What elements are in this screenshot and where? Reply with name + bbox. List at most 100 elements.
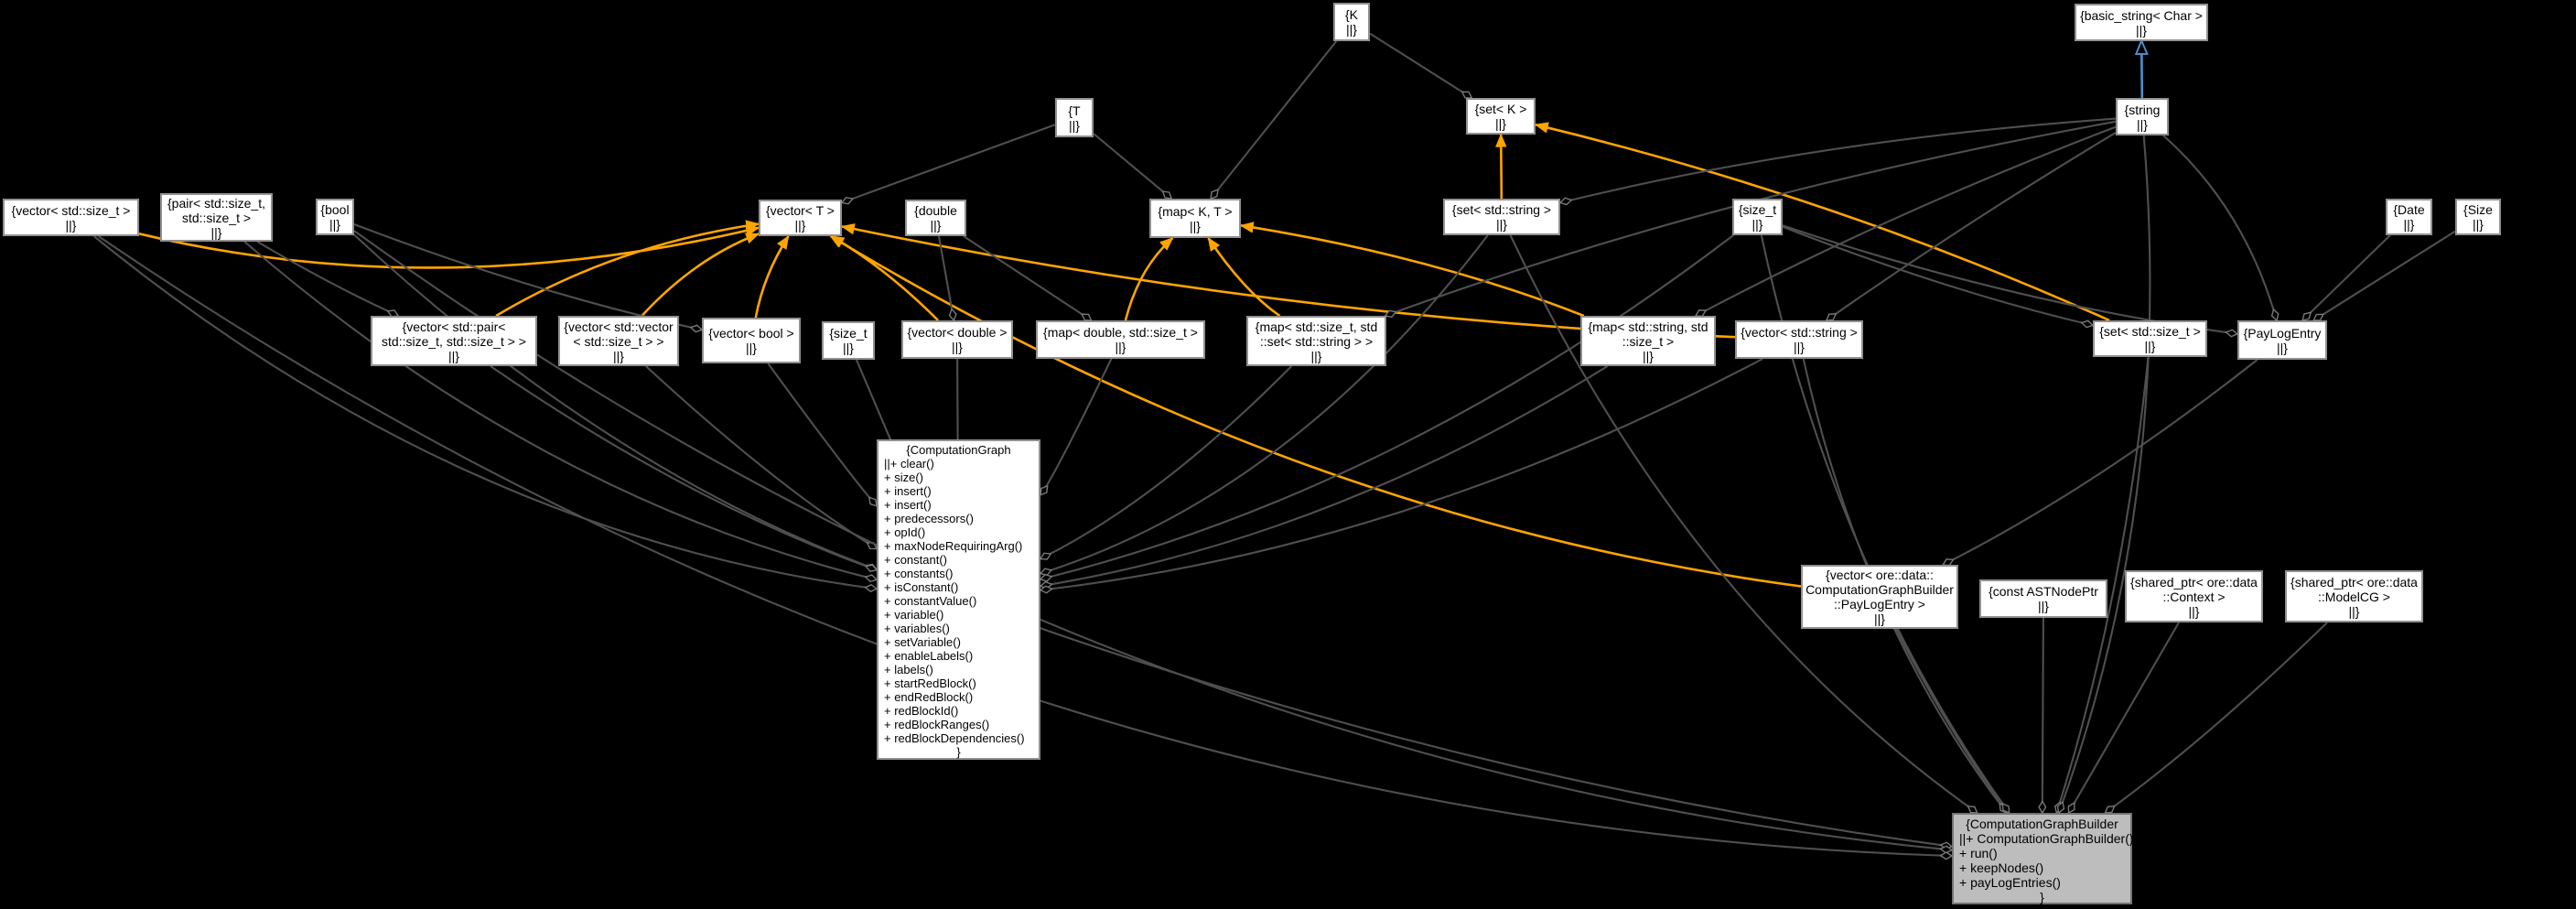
node-map-size-t-set[interactable]: {map< std::size_t, std::set< std::string… (1246, 316, 1386, 366)
edge-double-to-vector-double (937, 235, 954, 320)
node-label-line: ::size_t > (1622, 333, 1675, 349)
node-set-size-t[interactable]: {set< std::size_t >||} (2093, 320, 2207, 357)
edge-map-size-t-set-to-map-k-t (1207, 236, 1281, 318)
node-label-line: ||} (613, 348, 624, 363)
edge-set-string-to-set-k (1495, 133, 1507, 200)
edge-pair-size-t-to-vector-pair (256, 241, 398, 316)
node-vector-bool[interactable]: {vector< bool >||} (702, 318, 801, 363)
node-bool[interactable]: {bool||} (316, 199, 354, 235)
edge-shared-ptr-context-to-computation-graph-builder (2067, 622, 2180, 813)
node-label-line: + redBlockDependencies() (884, 731, 1025, 745)
edge-map-double-size-t-to-map-k-t (1124, 237, 1174, 321)
node-k[interactable]: {K||} (1333, 3, 1370, 41)
node-label-line: + constant() (884, 553, 948, 567)
node-label-line: {ComputationGraphBuilder (1966, 817, 2118, 831)
node-string[interactable]: {string||} (2116, 98, 2169, 135)
node-label-line: {bool (320, 202, 350, 217)
edge-size-t-a-to-paylogentry (1782, 224, 2237, 333)
node-label-line: ::Context > (2162, 589, 2226, 604)
edge-vector-size-t-to-vector-t (138, 224, 760, 269)
edge-bool-to-vector-bool (353, 223, 702, 330)
node-label-line: {basic_string< Char > (2080, 7, 2203, 23)
node-label-line: {vector< std::string > (1741, 325, 1858, 340)
node-label-line: {map< double, std::size_t > (1043, 325, 1198, 340)
node-vector-size-t[interactable]: {vector< std::size_t >||} (3, 199, 139, 236)
node-label-line: {vector< double > (907, 325, 1008, 340)
node-const-astnodeptr[interactable]: {const ASTNodePtr||} (1979, 579, 2107, 618)
node-pair-size-t[interactable]: {pair< std::size_t,std::size_t >||} (160, 193, 273, 242)
node-label-line: ||} (1751, 217, 1763, 232)
edge-bool-to-computation-graph-builder (353, 230, 1952, 850)
node-vector-vector[interactable]: {vector< std::vector< std::size_t > >||} (558, 316, 679, 366)
node-label-line: {size_t (1738, 202, 1777, 217)
node-t[interactable]: {T||} (1055, 98, 1094, 137)
edge-bool-to-computation-graph (353, 233, 877, 570)
node-label-line: + size() (884, 471, 923, 484)
node-map-double-size-t[interactable]: {map< double, std::size_t >||} (1036, 320, 1205, 359)
edge-vector-double-to-vector-t (830, 234, 940, 321)
node-label-line: ||} (1310, 348, 1322, 363)
node-shared-ptr-modelcg[interactable]: {shared_ptr< ore::data::ModelCG >||} (2285, 570, 2423, 622)
node-label-line: + endRedBlock() (884, 690, 974, 704)
edge-string-to-vector-string (1827, 131, 2117, 321)
edge-vector-vector-to-vector-t (641, 233, 760, 317)
node-label-line: ||} (746, 341, 757, 355)
node-label-line: ||+ clear() (884, 457, 934, 471)
node-vector-ore-paylog[interactable]: {vector< ore::data::ComputationGraphBuil… (1801, 565, 1958, 629)
node-label-line: + labels() (884, 663, 933, 676)
node-vector-pair[interactable]: {vector< std::pair<std::size_t, std::siz… (371, 316, 537, 366)
node-label-line: std::size_t > (181, 210, 252, 225)
edge-set-size-t-to-set-k (1534, 122, 2110, 322)
edge-set-string-to-computation-graph (1040, 234, 1489, 574)
edge-set-string-to-computation-graph-builder (1509, 234, 1978, 814)
node-set-k[interactable]: {set< K >||} (1466, 98, 1536, 135)
node-computation-graph[interactable]: {ComputationGraph||+ clear()+ size()+ in… (877, 439, 1040, 760)
node-label-line: {const ASTNodePtr (1989, 584, 2098, 599)
node-label-line: {vector< std::vector (564, 319, 674, 334)
node-map-k-t[interactable]: {map< K, T >||} (1149, 199, 1241, 238)
edge-vector-ore-paylog-to-vector-t (829, 234, 1802, 588)
node-label-line: ||} (1115, 340, 1126, 354)
node-label-line: + payLogEntries() (1959, 875, 2061, 890)
node-size-t-b[interactable]: {size_t||} (822, 321, 875, 360)
node-label-line: {vector< bool > (708, 326, 794, 341)
node-shared-ptr-context[interactable]: {shared_ptr< ore::data::Context >||} (2125, 570, 2263, 622)
node-label-line: + isConstant() (884, 580, 959, 594)
node-label-line: + constants() (884, 567, 954, 580)
node-set-string[interactable]: {set< std::string >||} (1443, 199, 1560, 235)
node-label-line: < std::size_t > > (573, 333, 664, 349)
edge-map-double-size-t-to-computation-graph (1040, 358, 1113, 495)
node-label-line: + setVariable() (884, 635, 961, 649)
edge-const-astnodeptr-to-computation-graph-builder (2042, 617, 2043, 813)
node-basic-string-char[interactable]: {basic_string< Char >||} (2075, 4, 2208, 41)
node-label-line: + redBlockId() (884, 704, 959, 718)
node-label-line: ||} (2038, 599, 2049, 613)
node-paylogentry[interactable]: {PayLogEntry||} (2237, 320, 2327, 360)
node-label-line: + insert() (884, 484, 932, 498)
node-date[interactable]: {Date||} (2386, 199, 2432, 235)
node-size[interactable]: {Size||} (2455, 199, 2501, 235)
node-label-line: + constantValue() (884, 594, 977, 608)
edge-string-to-computation-graph-builder (2059, 135, 2151, 813)
node-vector-double[interactable]: {vector< double >||} (901, 320, 1013, 359)
node-double[interactable]: {double||} (905, 200, 966, 236)
edge-map-string-size-t-to-computation-graph (1040, 365, 1609, 586)
edge-vector-pair-to-vector-t (495, 220, 760, 318)
node-vector-string[interactable]: {vector< std::string >||} (1735, 320, 1863, 359)
edge-string-to-map-string-size-t (1696, 125, 2117, 316)
edge-map-size-t-set-to-computation-graph (1040, 365, 1293, 559)
edge-k-to-map-k-t (1211, 40, 1338, 199)
node-label-line: {pair< std::size_t, (167, 195, 265, 211)
node-label-line: {vector< std::pair< (402, 319, 506, 334)
node-vector-t[interactable]: {vector< T >||} (759, 200, 842, 236)
node-map-string-size-t[interactable]: {map< std::string, std::size_t >||} (1580, 316, 1716, 366)
node-label-line: + keepNodes() (1959, 860, 2044, 875)
node-label-line: ComputationGraphBuilder (1805, 582, 1954, 597)
edge-map-string-size-t-to-map-k-t (1239, 222, 1585, 318)
node-label-line: {PayLogEntry (2243, 325, 2322, 341)
edge-size-t-a-to-computation-graph (1040, 234, 1734, 579)
node-label-line: ||} (2137, 116, 2148, 132)
node-size-t-a[interactable]: {size_t||} (1732, 199, 1783, 235)
edge-t-to-vector-t (842, 124, 1056, 202)
edge-pair-size-t-to-computation-graph (243, 241, 877, 579)
